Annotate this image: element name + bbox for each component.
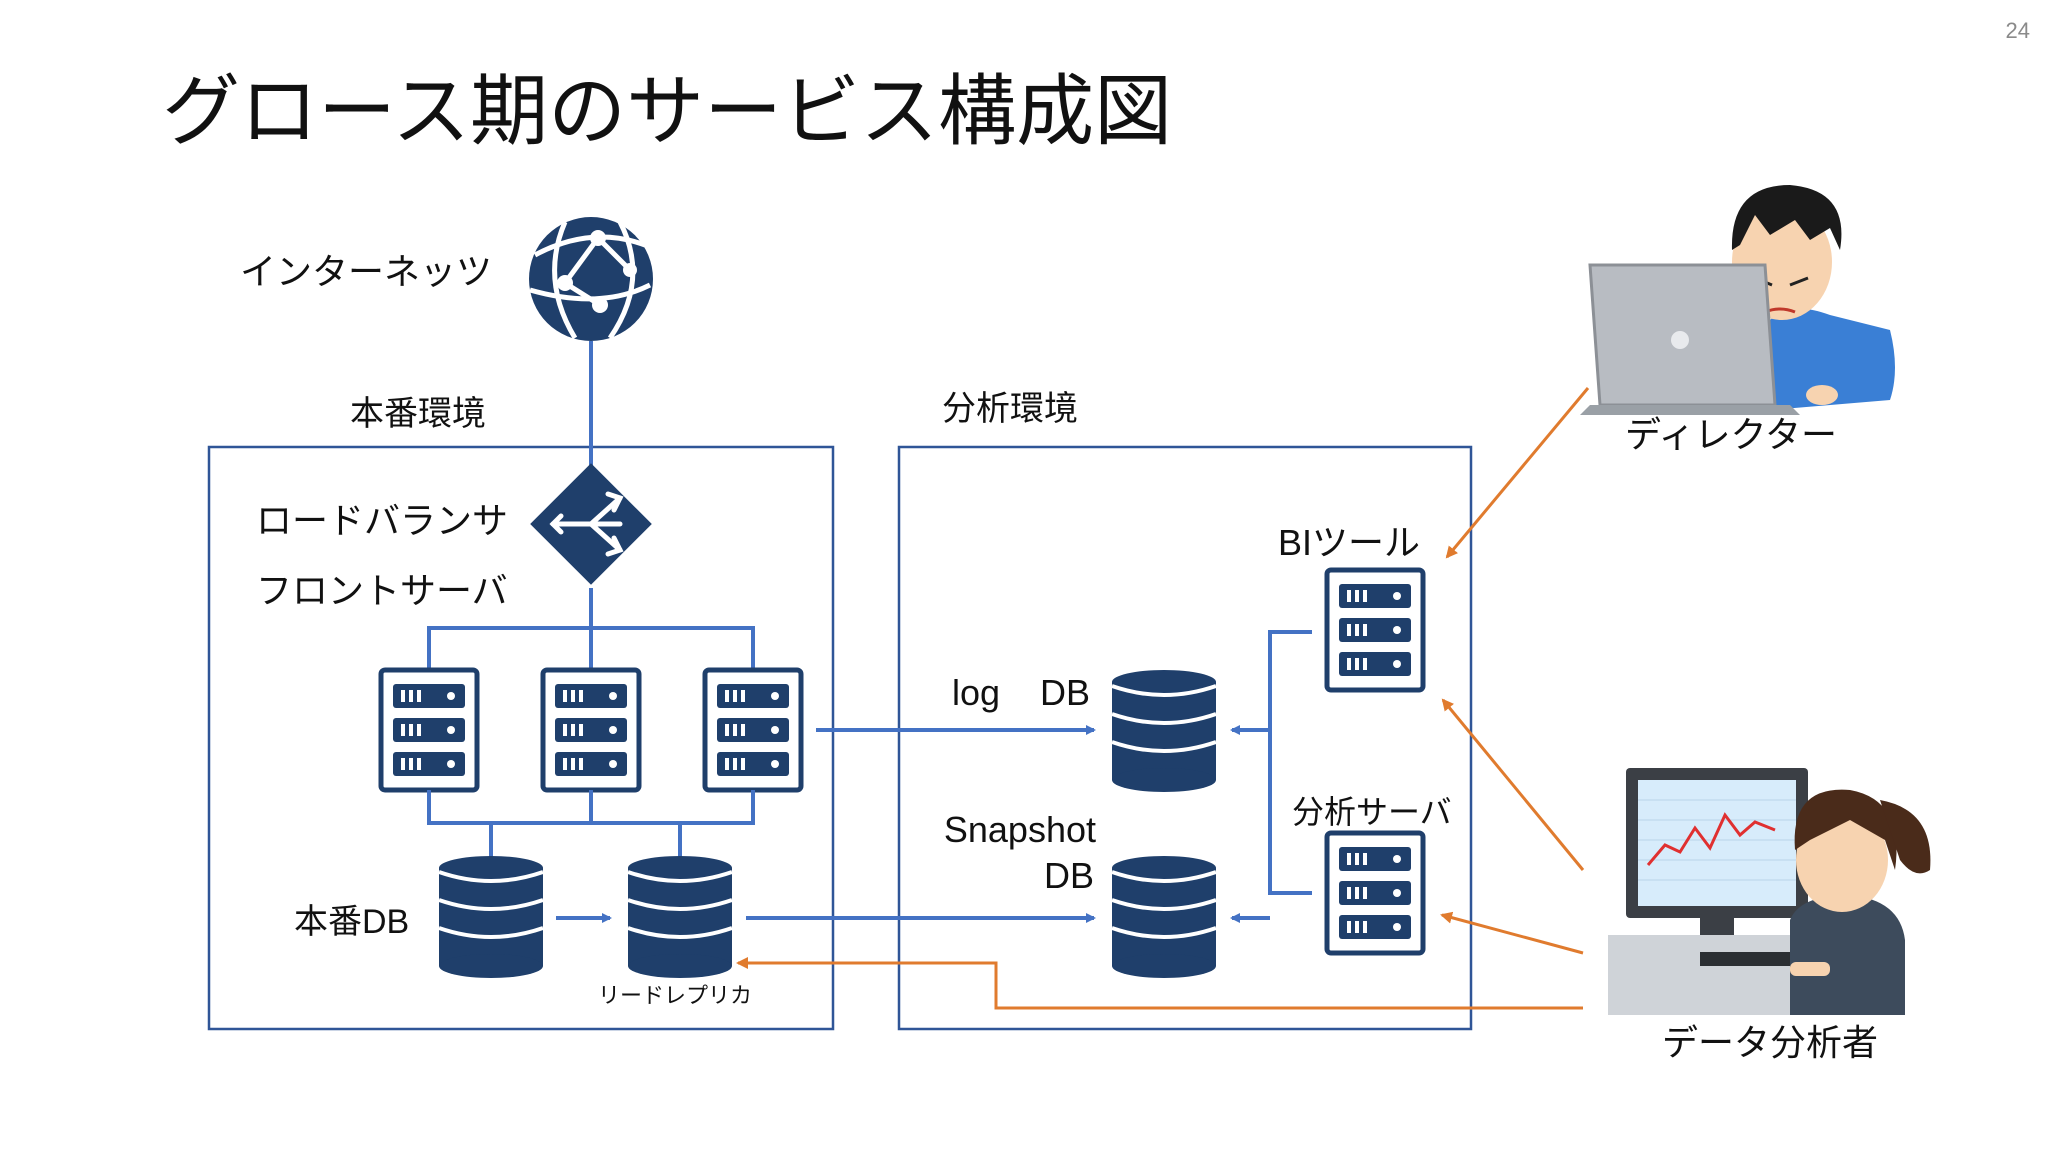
person-laptop-illustration <box>1580 185 1895 415</box>
snapshot-db-icon <box>1110 854 1218 980</box>
analysis-server-icon <box>1327 833 1423 953</box>
analyst-to-analysis-server-arrow <box>1440 911 1584 955</box>
front-server-1 <box>381 670 477 790</box>
load-balancer-label: ロードバランサ <box>256 501 508 542</box>
globe-network-icon <box>529 217 653 341</box>
analysis-env-label: 分析環境 <box>942 389 1078 429</box>
log-db-label-db: DB <box>1040 672 1090 713</box>
server-bracket <box>1268 630 1312 895</box>
director-to-bi-arrow <box>1445 387 1590 559</box>
front-server-3 <box>705 670 801 790</box>
director-label: ディレクター <box>1625 415 1837 456</box>
analysis-server-label: 分析サーバ <box>1292 793 1452 831</box>
data-analyst-label: データ分析者 <box>1662 1023 1878 1064</box>
read-replica-db-icon <box>626 854 734 980</box>
snapshot-label: Snapshot <box>944 809 1096 850</box>
snapshot-db-label: DB <box>1044 855 1094 896</box>
front-server-label: フロントサーバ <box>256 571 508 612</box>
analysis-env-box <box>897 445 1473 1031</box>
read-replica-label: リードレプリカ <box>598 984 752 1009</box>
front-server-2 <box>543 670 639 790</box>
production-db-icon <box>437 854 545 980</box>
analyst-to-replica-arrow <box>736 957 1583 1010</box>
log-db-icon <box>1110 668 1218 794</box>
front-server-top-bus <box>427 626 755 670</box>
log-db-label-log: log <box>952 672 1000 713</box>
production-db-label: 本番DB <box>294 903 409 941</box>
slide-title: グロース期のサービス構成図 <box>162 67 1172 157</box>
load-balancer-icon <box>530 463 652 585</box>
bi-tool-server-icon <box>1327 570 1423 690</box>
production-env-label: 本番環境 <box>350 394 486 434</box>
person-monitor-illustration <box>1608 768 1931 1015</box>
internet-label: インターネッツ <box>240 252 492 293</box>
page-number: 24 <box>2006 18 2030 43</box>
bi-tool-label: BIツール <box>1278 522 1420 563</box>
production-env-box <box>207 445 835 1031</box>
analyst-to-bi-arrow <box>1441 698 1585 871</box>
